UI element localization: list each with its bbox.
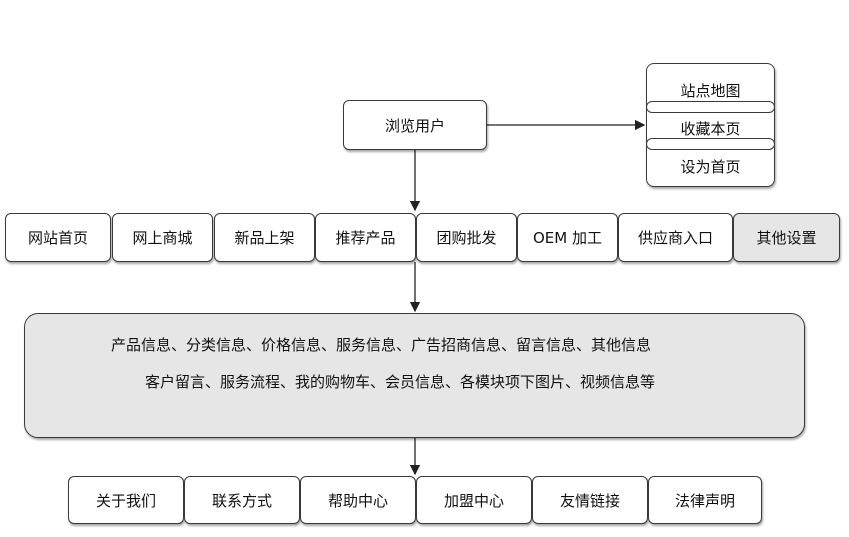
nav-item-other-settings[interactable]: 其他设置 [733,213,840,262]
footer-item-help-center[interactable]: 帮助中心 [300,476,416,524]
footer-item-label: 帮助中心 [327,491,388,510]
browse-user-box: 浏览用户 [343,100,487,150]
nav-item-mall[interactable]: 网上商城 [112,213,213,262]
info-line-2: 客户留言、服务流程、我的购物车、会员信息、各模块项下图片、视频信息等 [145,373,656,391]
nav-item-label: 其他设置 [756,229,817,247]
quick-links-divider [646,138,775,150]
nav-item-label: 团购批发 [436,229,497,247]
info-line-1: 产品信息、分类信息、价格信息、服务信息、广告招商信息、留言信息、其他信息 [111,336,652,354]
nav-item-label: OEM 加工 [533,229,602,247]
nav-item-label: 新品上架 [234,229,295,247]
footer-item-franchise[interactable]: 加盟中心 [416,476,532,524]
nav-item-group-buy[interactable]: 团购批发 [416,213,517,262]
nav-item-home[interactable]: 网站首页 [5,213,111,262]
nav-item-label: 网站首页 [27,229,88,247]
quick-links-divider [646,101,775,113]
nav-item-label: 供应商入口 [637,229,713,247]
browse-user-label: 浏览用户 [384,116,445,135]
info-content-box: 产品信息、分类信息、价格信息、服务信息、广告招商信息、留言信息、其他信息 客户留… [24,313,805,438]
nav-item-supplier-entry[interactable]: 供应商入口 [618,213,733,262]
nav-item-label: 推荐产品 [335,229,396,247]
quick-link-sitemap[interactable]: 站点地图 [680,82,741,100]
nav-item-recommended[interactable]: 推荐产品 [315,213,416,262]
footer-item-legal[interactable]: 法律声明 [648,476,762,524]
nav-item-label: 网上商城 [132,229,193,247]
footer-item-label: 关于我们 [95,491,156,510]
nav-item-oem[interactable]: OEM 加工 [517,213,618,262]
footer-item-label: 联系方式 [211,491,272,510]
footer-item-friend-links[interactable]: 友情链接 [532,476,648,524]
footer-item-label: 加盟中心 [443,491,504,510]
footer-item-contact[interactable]: 联系方式 [184,476,300,524]
quick-links-box: 站点地图 收藏本页 设为首页 [646,63,775,187]
footer-item-label: 友情链接 [559,491,620,510]
footer-item-label: 法律声明 [674,491,735,510]
footer-item-about-us[interactable]: 关于我们 [68,476,184,524]
nav-item-new-arrivals[interactable]: 新品上架 [214,213,315,262]
quick-link-set-homepage[interactable]: 设为首页 [680,158,741,176]
quick-link-bookmark[interactable]: 收藏本页 [680,120,741,138]
